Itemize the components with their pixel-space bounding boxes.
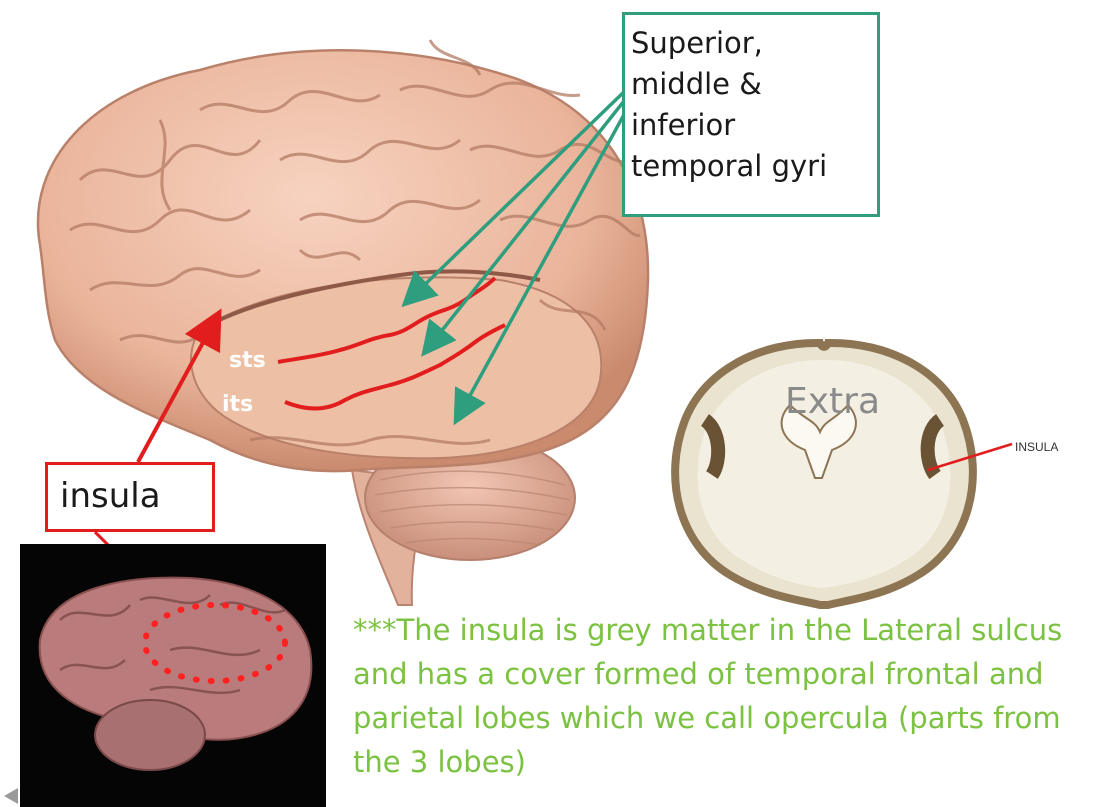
- gyri-line-2: middle &: [631, 64, 867, 105]
- sts-label: sts: [229, 348, 266, 373]
- coronal-insula-label: INSULA: [1015, 440, 1058, 454]
- insula-photo-frame: [20, 544, 326, 807]
- gyri-line-3: inferior: [631, 105, 867, 146]
- insula-label-box: insula: [45, 462, 215, 532]
- slide-nav-triangle: [4, 788, 18, 804]
- temporal-gyri-label-box: Superior, middle & inferior temporal gyr…: [622, 12, 880, 217]
- its-label: its: [222, 392, 253, 417]
- gyri-line-4: temporal gyri: [631, 146, 867, 187]
- extra-watermark: Extra: [785, 381, 880, 422]
- gyri-line-1: Superior,: [631, 23, 867, 64]
- insula-note: ***The insula is grey matter in the Late…: [353, 608, 1093, 784]
